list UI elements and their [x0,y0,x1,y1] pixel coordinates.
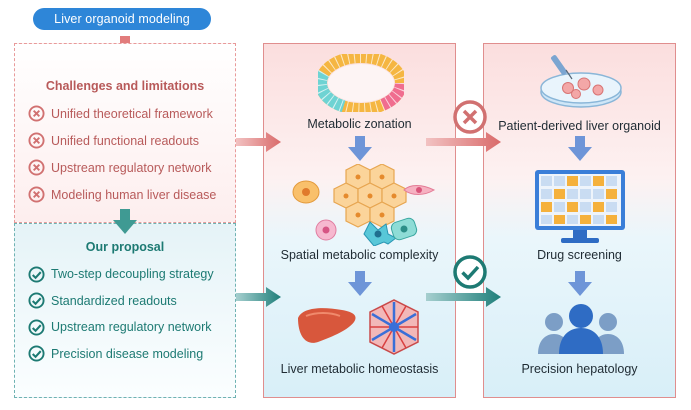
check-circle-icon [28,345,45,362]
arrow-right-icon [236,287,281,307]
hepatology-label: Precision hepatology [521,362,638,376]
list-item-label: Modeling human liver disease [51,187,217,202]
cross-circle-icon [453,100,487,134]
liver-icon [298,308,356,343]
list-item-label: Unified functional readouts [51,133,200,148]
list-item: Modeling human liver disease [28,181,233,208]
lobule-icon [369,299,419,355]
list-item: Two-step decoupling strategy [28,261,233,288]
arrow-down-icon [348,271,372,296]
petri-dish-icon [540,55,622,108]
list-item-label: Upstream regulatory network [51,320,212,335]
list-item: Upstream regulatory network [28,154,233,181]
list-item-label: Standardized readouts [51,293,177,308]
cross-circle-icon [28,159,45,176]
challenges-list: Unified theoretical framework Unified fu… [28,100,233,208]
proposal-list: Two-step decoupling strategy Standardize… [28,261,233,367]
arrow-down-icon [568,136,592,161]
spatial-complexity-label: Spatial metabolic complexity [280,248,439,262]
monitor-icon [535,170,625,243]
arrow-down-icon [348,136,372,161]
arrow-right-icon [236,132,281,152]
list-item: Upstream regulatory network [28,314,233,341]
list-item: Precision disease modeling [28,341,233,368]
list-item: Unified functional readouts [28,127,233,154]
challenges-panel [14,43,236,223]
proposal-panel [14,223,236,398]
arrow-down-icon [568,271,592,296]
list-item: Unified theoretical framework [28,100,233,127]
metabolic-zonation-label: Metabolic zonation [307,117,412,131]
arrow-down-icon [113,209,137,234]
check-circle-icon [28,319,45,336]
organoid-label: Patient-derived liver organoid [498,119,661,133]
screening-label: Drug screening [537,248,622,262]
list-item: Standardized readouts [28,288,233,315]
cross-circle-icon [28,132,45,149]
arrow-right-icon [426,132,501,152]
cells-icon [292,164,436,246]
arrow-right-icon [426,287,501,307]
people-icon [538,304,624,354]
list-item-label: Unified theoretical framework [51,106,213,121]
check-circle-icon [28,266,45,283]
proposal-title: Our proposal [85,240,165,254]
organoid-ring-icon [318,54,404,112]
challenges-title: Challenges and limitations [45,79,205,93]
list-item-label: Upstream regulatory network [51,160,212,175]
header-title: Liver organoid modeling [33,8,211,30]
list-item-label: Precision disease modeling [51,346,204,361]
check-circle-icon [28,292,45,309]
cross-circle-icon [28,186,45,203]
cross-circle-icon [28,105,45,122]
homeostasis-label: Liver metabolic homeostasis [280,362,439,376]
check-circle-icon [453,255,487,289]
list-item-label: Two-step decoupling strategy [51,267,214,282]
